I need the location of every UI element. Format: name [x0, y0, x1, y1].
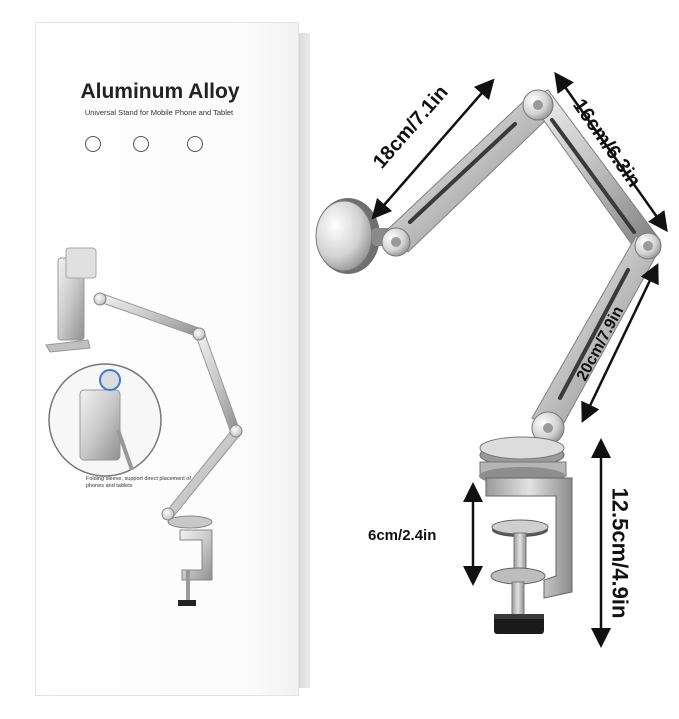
box-side [298, 33, 310, 688]
desk-clamp [479, 436, 573, 634]
product-box [36, 23, 298, 695]
box-tablet-holder [45, 247, 97, 353]
feature-holder [170, 136, 220, 152]
base-height-label: 12.5cm/4.9in [607, 487, 633, 619]
holder-icon [187, 136, 203, 152]
magnetic-mount [315, 198, 392, 274]
clamp-opening-label: 6cm/2.4in [368, 527, 437, 544]
feature-adjustable [116, 136, 166, 152]
box-title: Aluminum Alloy [80, 80, 240, 103]
inset-caption: Folding sleeve, support direct placement… [86, 476, 191, 489]
feature-rotation [68, 136, 118, 152]
adjustable-icon [133, 136, 149, 152]
box-arm [93, 292, 243, 606]
box-inset-detail [48, 363, 162, 477]
rotation-icon [85, 136, 101, 152]
box-subtitle: Universal Stand for Mobile Phone and Tab… [84, 108, 234, 117]
dimension-arrows [371, 71, 668, 648]
